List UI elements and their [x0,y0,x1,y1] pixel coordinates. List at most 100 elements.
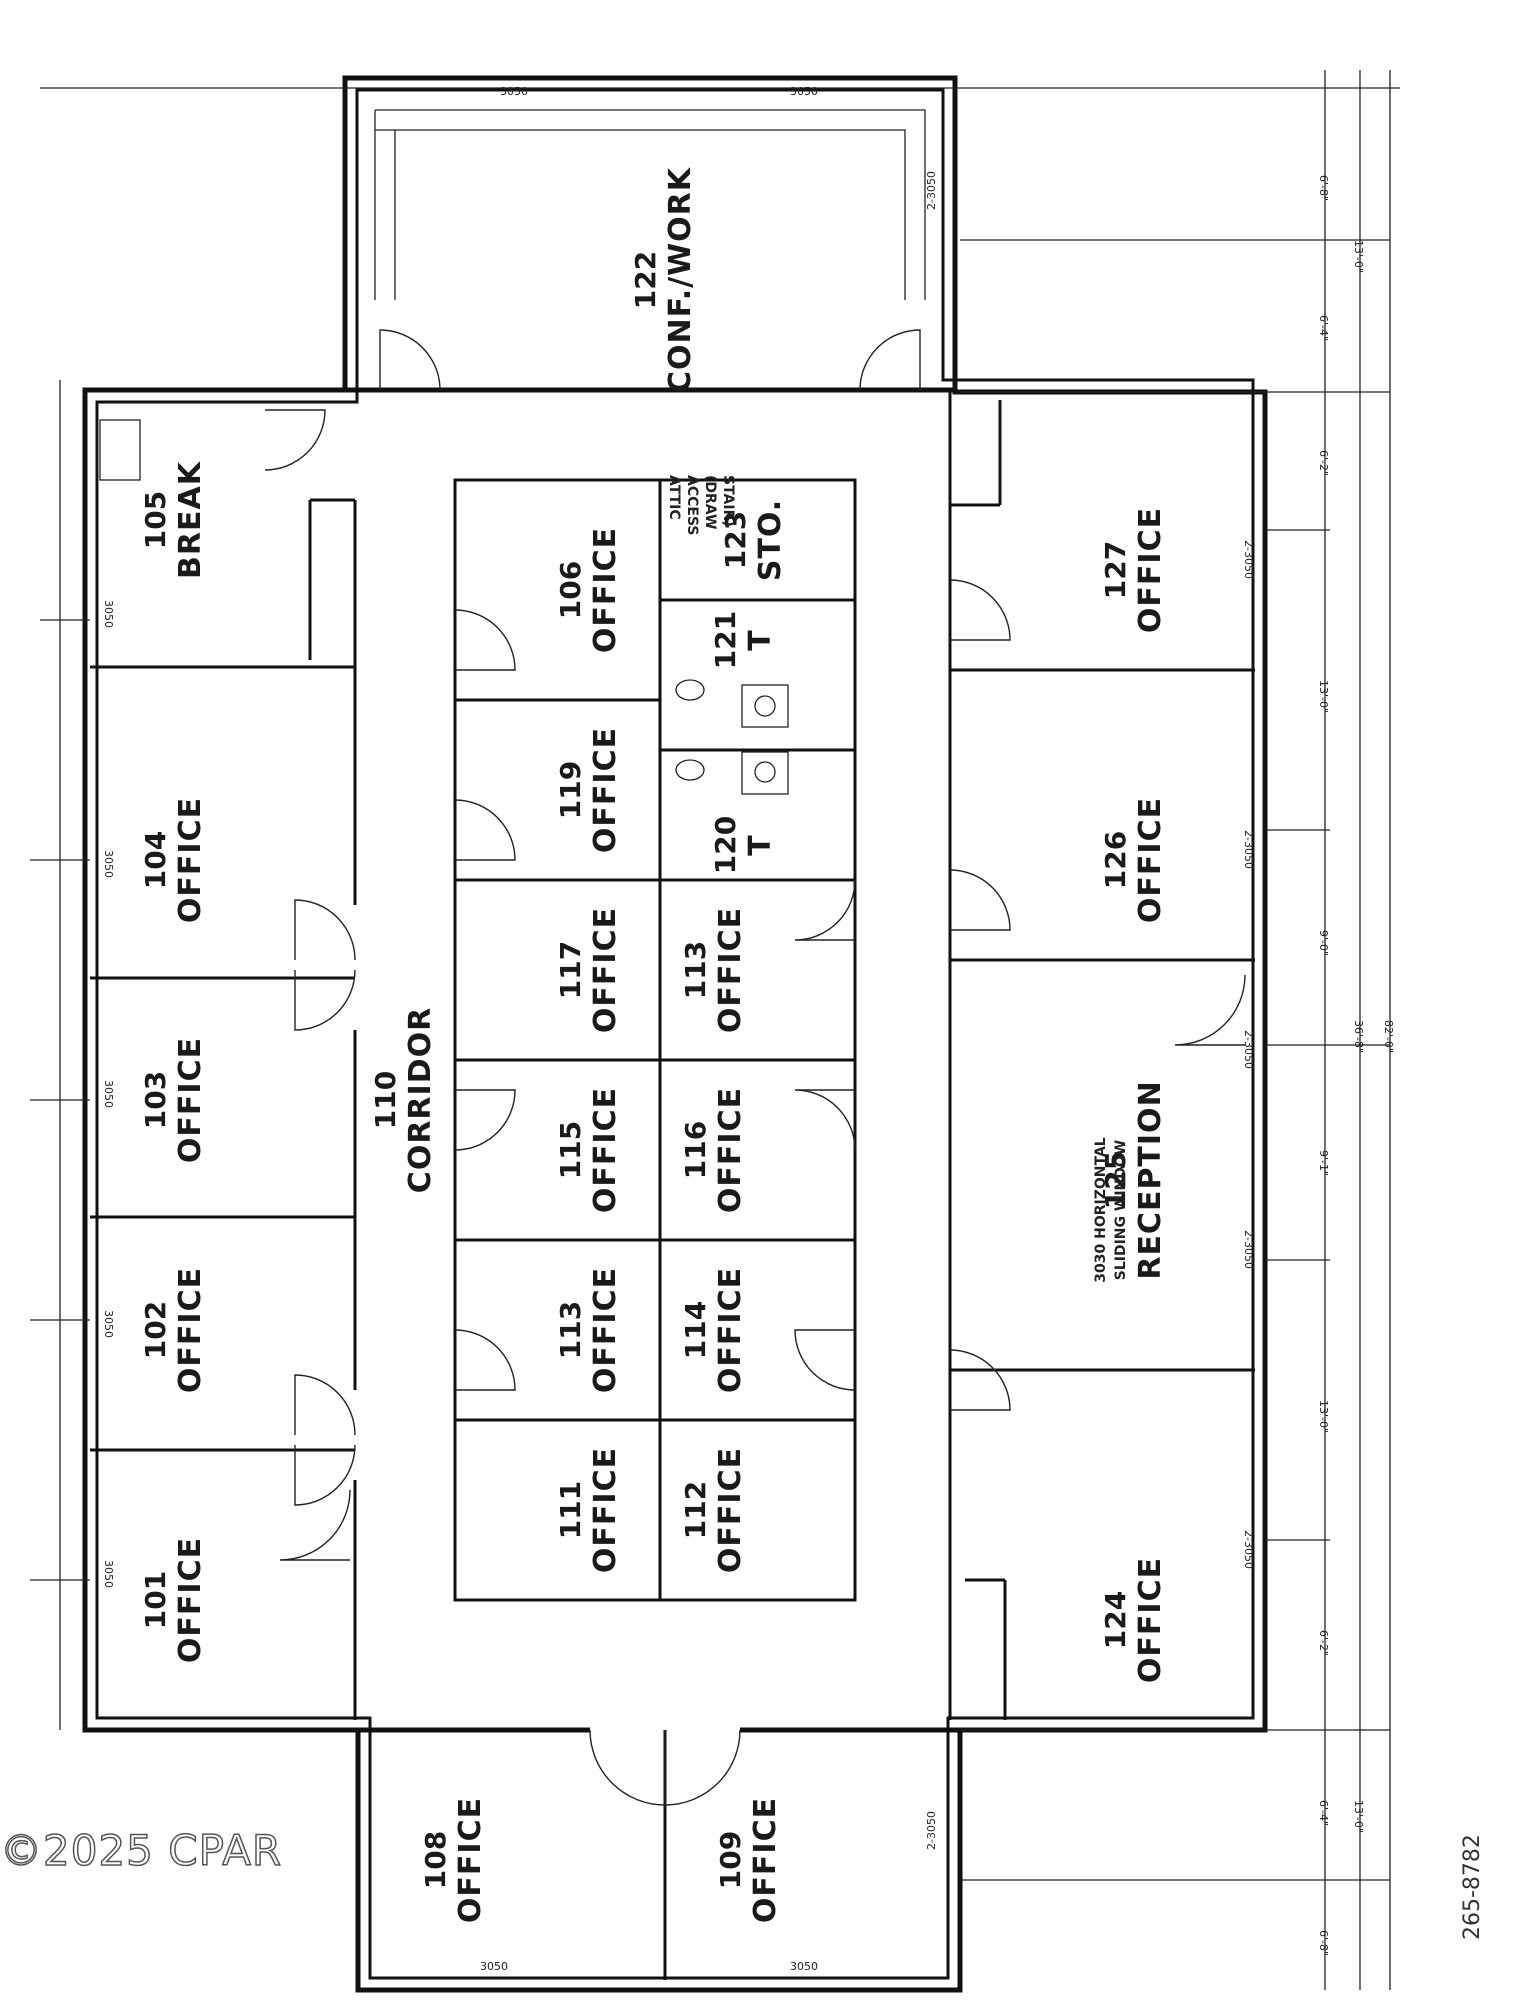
svg-text:2-3050: 2-3050 [1242,1530,1255,1569]
svg-text:3050: 3050 [102,1080,115,1108]
room-114: 114 OFFICE [679,1267,748,1393]
room-111: 111 OFFICE [554,1447,623,1573]
svg-text:OFFICE: OFFICE [1133,507,1168,633]
svg-text:OFFICE: OFFICE [588,727,623,853]
room-124: 124 OFFICE [1099,1557,1168,1683]
room-101: 101 OFFICE [139,1537,208,1663]
svg-text:116: 116 [679,1121,712,1179]
svg-text:OFFICE: OFFICE [173,1537,208,1663]
svg-text:82'-0": 82'-0" [1382,1020,1395,1053]
svg-text:OFFICE: OFFICE [588,527,623,653]
svg-text:2-3050: 2-3050 [1242,830,1255,869]
room-105: 105 BREAK [139,460,208,579]
svg-text:OFFICE: OFFICE [173,1037,208,1163]
svg-text:3050: 3050 [790,85,818,98]
svg-text:OFFICE: OFFICE [588,907,623,1033]
room-122: 122 CONF./WORK [629,166,698,393]
svg-text:6'-8": 6'-8" [1317,175,1330,201]
dimension-lines [30,70,1400,1990]
svg-text:2-3050: 2-3050 [925,1811,938,1850]
room-112: 112 OFFICE [679,1447,748,1573]
toilet-fixtures [99,419,789,795]
svg-text:3050: 3050 [480,1960,508,1973]
svg-text:OFFICE: OFFICE [713,1087,748,1213]
svg-text:121: 121 [709,611,742,669]
svg-text:OFFICE: OFFICE [748,1797,783,1923]
svg-text:6'-4": 6'-4" [1317,315,1330,341]
svg-text:OFFICE: OFFICE [173,797,208,923]
room-123: 123 STO. [719,499,788,581]
window-note: 3030 HORIZONTAL SLIDING WINDOW [1093,1137,1129,1283]
svg-text:OFFICE: OFFICE [1133,1557,1168,1683]
svg-text:106: 106 [554,561,587,619]
room-113-lower: 113 OFFICE [554,1267,623,1393]
svg-text:STO.: STO. [753,499,788,581]
svg-text:113: 113 [679,941,712,999]
svg-text:119: 119 [554,761,587,819]
attic-note: ATTIC ACCESS (DRAW STAIR) [666,475,736,535]
svg-text:104: 104 [139,831,172,889]
svg-text:13'-0": 13'-0" [1317,1400,1330,1433]
svg-text:OFFICE: OFFICE [588,1447,623,1573]
svg-text:ATTIC: ATTIC [666,475,682,520]
listing-code: 265-8782 [1460,1834,1485,1940]
room-120: 120 T [709,816,778,874]
svg-text:127: 127 [1099,541,1132,599]
svg-text:6'-4": 6'-4" [1317,1800,1330,1826]
svg-text:111: 111 [554,1481,587,1539]
room-108: 108 OFFICE [419,1797,488,1923]
room-109: 109 OFFICE [714,1797,783,1923]
window-tags: 3050 3050 2-3050 2-3050 2-3050 2-3050 2-… [102,85,1255,1973]
svg-text:OFFICE: OFFICE [713,907,748,1033]
svg-text:126: 126 [1099,831,1132,889]
svg-text:OFFICE: OFFICE [588,1267,623,1393]
svg-text:3050: 3050 [102,600,115,628]
svg-text:2-3050: 2-3050 [1242,1230,1255,1269]
svg-text:120: 120 [709,816,742,874]
room-126: 126 OFFICE [1099,797,1168,923]
room-102: 102 OFFICE [139,1267,208,1393]
svg-text:T: T [743,629,778,650]
svg-text:3050: 3050 [102,1560,115,1588]
svg-text:ACCESS: ACCESS [684,475,700,535]
room-103: 103 OFFICE [139,1037,208,1163]
svg-text:122: 122 [629,251,662,309]
svg-text:113: 113 [554,1301,587,1359]
room-110: 110 CORRIDOR [369,1007,438,1193]
svg-text:9'-0": 9'-0" [1317,930,1330,956]
svg-text:101: 101 [139,1571,172,1629]
svg-text:125: 125 [1099,1151,1132,1209]
svg-text:36'-8": 36'-8" [1352,1020,1365,1053]
svg-text:108: 108 [419,1831,452,1889]
svg-text:123: 123 [719,511,752,569]
svg-text:OFFICE: OFFICE [713,1447,748,1573]
svg-text:110: 110 [369,1071,402,1129]
svg-text:109: 109 [714,1831,747,1889]
room-116: 116 OFFICE [679,1087,748,1213]
svg-text:OFFICE: OFFICE [588,1087,623,1213]
room-115: 115 OFFICE [554,1087,623,1213]
svg-text:3050: 3050 [500,85,528,98]
svg-text:103: 103 [139,1071,172,1129]
svg-text:3050: 3050 [102,850,115,878]
svg-text:117: 117 [554,941,587,999]
right-dimensions: 6'-8" 13'-0" 6'-4" 6'-2" 13'-0" 9'-0" 36… [1317,175,1395,1956]
svg-text:6'-2": 6'-2" [1317,450,1330,476]
svg-text:3050: 3050 [102,1310,115,1338]
svg-text:115: 115 [554,1121,587,1179]
svg-text:2-3050: 2-3050 [1242,540,1255,579]
room-113-upper: 113 OFFICE [679,907,748,1033]
interior-walls [90,109,1255,1980]
svg-text:RECEPTION: RECEPTION [1133,1080,1168,1279]
svg-text:CONF./WORK: CONF./WORK [663,166,698,393]
svg-text:3030 HORIZONTAL: 3030 HORIZONTAL [1093,1137,1109,1283]
svg-text:6'-8": 6'-8" [1317,1930,1330,1956]
svg-text:13'-0": 13'-0" [1352,1800,1365,1833]
copyright-watermark: ©2025 CPAR [0,1825,283,1876]
svg-text:2-3050: 2-3050 [925,171,938,210]
svg-text:SLIDING WINDOW: SLIDING WINDOW [1113,1140,1129,1280]
svg-text:OFFICE: OFFICE [173,1267,208,1393]
svg-text:(DRAW: (DRAW [702,475,718,529]
svg-text:6'-2": 6'-2" [1317,1630,1330,1656]
